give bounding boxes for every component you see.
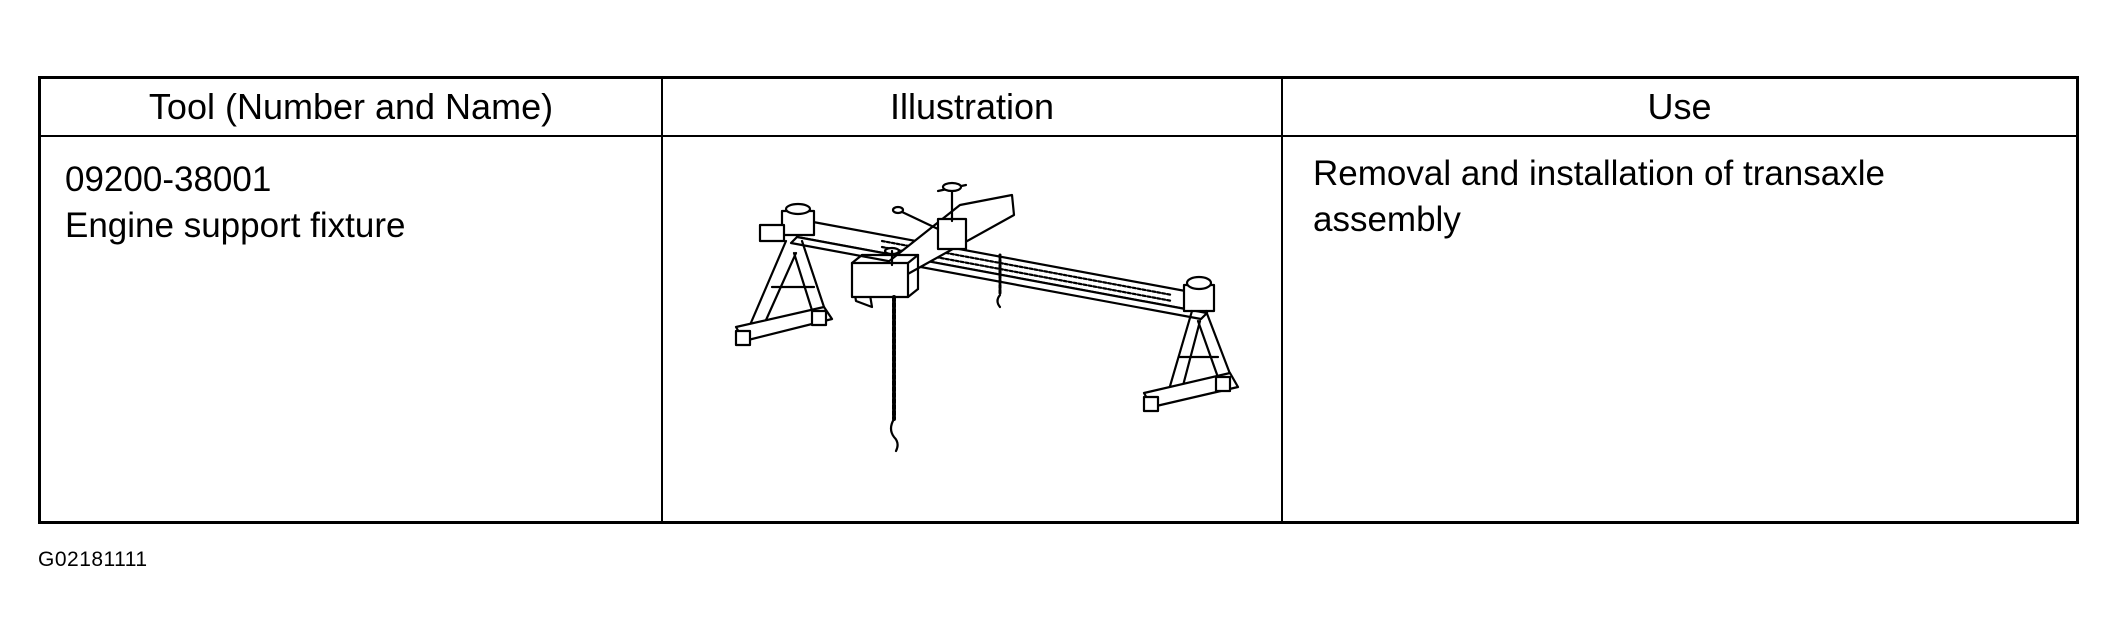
tool-name: Engine support fixture	[65, 206, 406, 245]
engine-support-fixture-icon	[734, 181, 1240, 453]
header-tool: Tool (Number and Name)	[41, 79, 663, 137]
use-line-2: assembly	[1313, 200, 1461, 239]
tool-number: 09200-38001	[65, 160, 272, 199]
use-cell: Removal and installation of transaxle as…	[1283, 137, 2076, 521]
figure-id: G02181111	[38, 548, 148, 571]
illustration-cell	[663, 137, 1283, 521]
header-illustration: Illustration	[663, 79, 1283, 137]
header-tool-label: Tool (Number and Name)	[148, 86, 554, 127]
header-use: Use	[1283, 79, 2076, 137]
header-illustration-label: Illustration	[889, 86, 1055, 127]
use-line-1: Removal and installation of transaxle	[1313, 154, 1885, 193]
tool-cell: 09200-38001 Engine support fixture	[41, 137, 663, 521]
header-use-label: Use	[1647, 86, 1712, 127]
tool-table: Tool (Number and Name) Illustration Use …	[38, 76, 2079, 524]
